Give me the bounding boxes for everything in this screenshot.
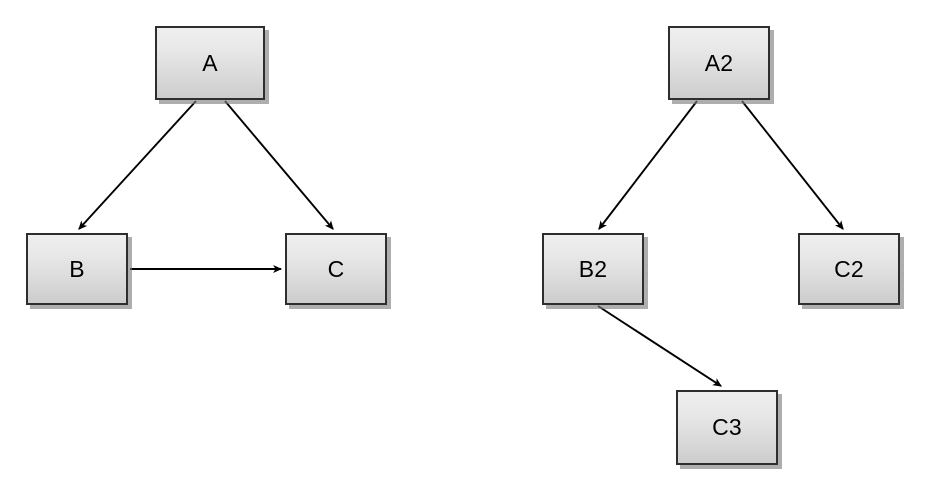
node-a2[interactable]: A2 [668, 26, 770, 100]
node-label-b2: B2 [578, 255, 608, 282]
node-c2[interactable]: C2 [798, 233, 900, 305]
node-b2[interactable]: B2 [542, 233, 644, 305]
edge-b2-to-c3[interactable] [597, 305, 722, 387]
node-label-a2: A2 [704, 49, 734, 76]
edge-a2-to-c2[interactable] [741, 100, 844, 230]
node-a[interactable]: A [155, 26, 265, 100]
node-c3[interactable]: C3 [676, 390, 778, 465]
node-label-b: B [69, 255, 85, 282]
node-label-c2: C2 [834, 255, 864, 282]
edge-a2-to-b2[interactable] [598, 100, 698, 230]
node-label-c: C [327, 255, 345, 282]
node-label-c3: C3 [712, 414, 742, 440]
edge-a-to-c[interactable] [224, 100, 334, 230]
node-label-a: A [202, 49, 218, 76]
node-b[interactable]: B [26, 233, 128, 305]
edge-a-to-b[interactable] [78, 100, 197, 230]
node-c[interactable]: C [285, 233, 387, 305]
